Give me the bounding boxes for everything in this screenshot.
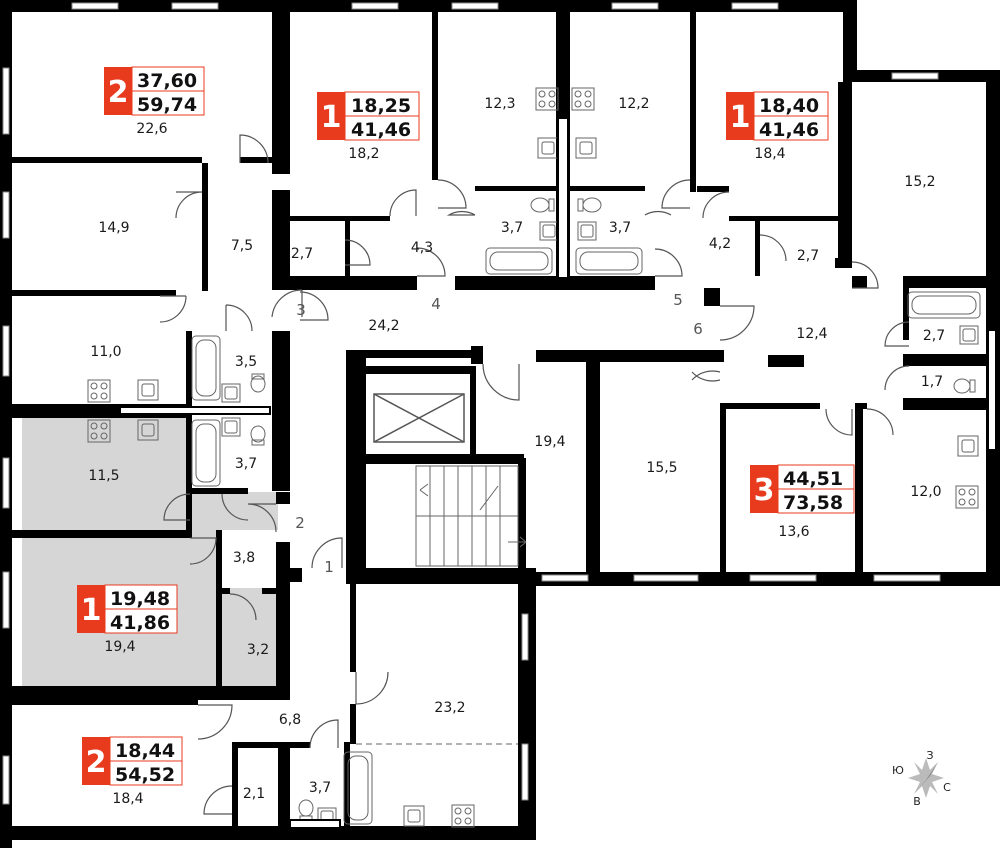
- apartment-badge[interactable]: 1 18,25 41,46: [317, 91, 420, 141]
- room-area: 2,7: [291, 246, 313, 262]
- room-area: 12,0: [910, 484, 941, 500]
- entrance-number: 3: [296, 301, 306, 319]
- apartment-badge[interactable]: 2 18,44 54,52: [82, 736, 183, 786]
- room-area: 4,2: [709, 236, 731, 252]
- apartment-living-area: 18,40: [759, 95, 819, 117]
- highlighted-apartment-fill: [22, 418, 278, 688]
- staircase: [415, 465, 527, 567]
- room-area: 19,4: [534, 434, 565, 450]
- room-area: 15,2: [904, 174, 935, 190]
- apartment-room-count: 2: [108, 75, 129, 110]
- apartment-room-count: 1: [321, 100, 342, 135]
- room-area-labels: 22,6 18,2 12,3 12,2 18,4 15,2 14,9 7,5 2…: [88, 96, 945, 807]
- entrance-number: 6: [693, 320, 703, 338]
- apartment-badge[interactable]: 1 19,48 41,86: [77, 584, 178, 634]
- apartment-badge[interactable]: 2 37,60 59,74: [104, 66, 205, 116]
- apartment-room-count: 3: [754, 473, 775, 508]
- room-area: 2,7: [797, 248, 819, 264]
- room-area: 3,2: [247, 642, 269, 658]
- apartment-room-count: 2: [86, 745, 107, 780]
- vent-shafts: [119, 117, 997, 829]
- apartment-living-area: 18,25: [351, 95, 411, 117]
- compass-south: В: [913, 795, 921, 808]
- compass-rose-icon: [908, 758, 944, 798]
- apartment-total-area: 73,58: [783, 492, 843, 514]
- room-area: 7,5: [231, 238, 253, 254]
- room-area: 19,4: [104, 639, 135, 655]
- room-area: 1,7: [921, 374, 943, 390]
- apartment-living-area: 19,48: [110, 588, 170, 610]
- compass-north: З: [926, 749, 933, 762]
- apartment-living-area: 37,60: [137, 70, 197, 92]
- room-area: 4,3: [411, 240, 433, 256]
- apartment-total-area: 54,52: [115, 764, 175, 786]
- room-area: 3,7: [309, 780, 331, 796]
- windows: [2, 2, 941, 805]
- compass-east: С: [943, 781, 951, 794]
- room-area: 12,2: [618, 96, 649, 112]
- room-area: 22,6: [136, 121, 167, 137]
- room-area: 11,5: [88, 468, 119, 484]
- room-area: 24,2: [368, 318, 399, 334]
- room-area: 18,4: [754, 146, 785, 162]
- entrance-number: 1: [324, 558, 334, 576]
- room-area: 3,7: [609, 220, 631, 236]
- room-area: 18,4: [112, 791, 143, 807]
- room-area: 2,1: [243, 786, 265, 802]
- room-area: 2,7: [923, 328, 945, 344]
- entrance-number: 2: [295, 514, 305, 532]
- room-area: 23,2: [434, 700, 465, 716]
- apartment-badge[interactable]: 3 44,51 73,58: [750, 464, 855, 514]
- room-area: 13,6: [778, 524, 809, 540]
- apartment-badge[interactable]: 1 18,40 41,46: [726, 91, 829, 141]
- room-area: 12,4: [796, 326, 827, 342]
- room-area: 12,3: [484, 96, 515, 112]
- room-area: 18,2: [348, 146, 379, 162]
- apartment-total-area: 59,74: [137, 94, 197, 116]
- apartment-total-area: 41,86: [110, 612, 170, 634]
- room-area: 14,9: [98, 220, 129, 236]
- entrance-numbers: 1 2 3 4 5 6: [295, 291, 703, 576]
- room-area: 3,5: [235, 354, 257, 370]
- compass-west: Ю: [892, 764, 904, 777]
- entrance-number: 5: [673, 291, 683, 309]
- apartment-living-area: 18,44: [115, 740, 175, 762]
- apartment-total-area: 41,46: [351, 119, 411, 141]
- apartment-living-area: 44,51: [783, 468, 843, 490]
- door-swings: [159, 134, 910, 815]
- room-area: 15,5: [646, 460, 677, 476]
- elevator-shaft: [373, 393, 465, 443]
- room-area: 3,7: [501, 220, 523, 236]
- room-area: 11,0: [90, 344, 121, 360]
- compass: З С В Ю: [892, 749, 951, 808]
- room-area: 3,8: [233, 550, 255, 566]
- apartment-total-area: 41,46: [759, 119, 819, 141]
- apartment-room-count: 1: [81, 593, 102, 628]
- room-area: 3,7: [235, 456, 257, 472]
- fixtures: [87, 87, 981, 828]
- room-area: 6,8: [279, 712, 301, 728]
- entrance-number: 4: [431, 295, 441, 313]
- apartment-room-count: 1: [730, 100, 751, 135]
